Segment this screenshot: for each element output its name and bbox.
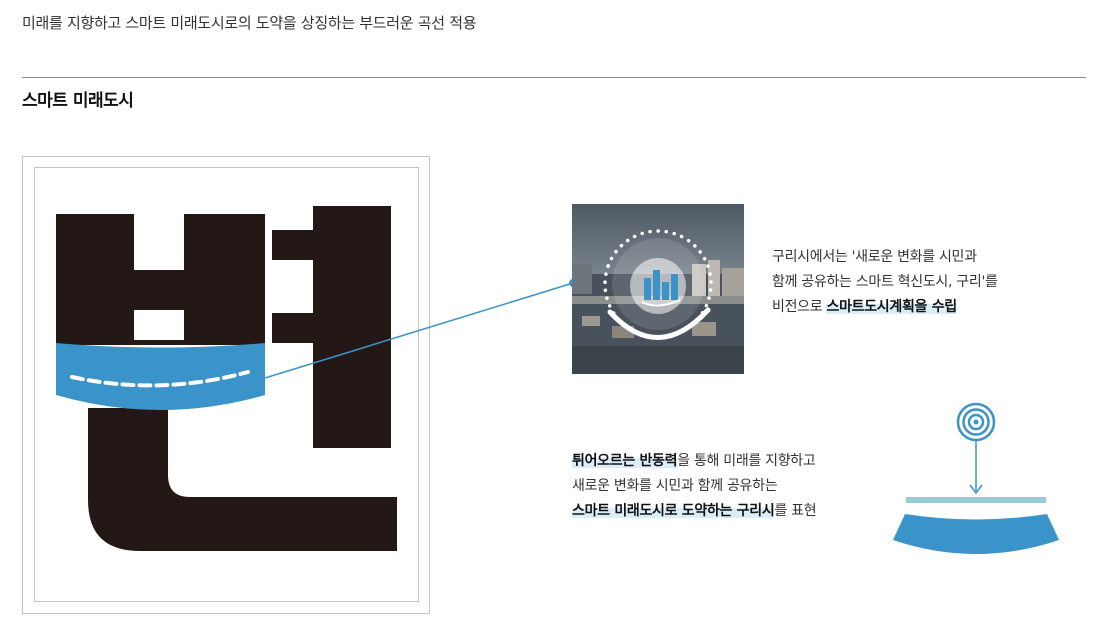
city-photo: [572, 204, 744, 374]
vision-line-1: 구리시에서는 '새로운 변화를 시민과: [772, 249, 977, 265]
vision-line-3-plain: 비전으로: [772, 299, 827, 315]
connector-line: [264, 282, 574, 379]
intro-text: 미래를 지향하고 스마트 미래도시로의 도약을 상징하는 부드러운 곡선 적용: [22, 14, 477, 32]
vision-line-2: 함께 공유하는 스마트 혁신도시, 구리'를: [772, 274, 998, 290]
meaning-line-1-plain: 을 통해 미래를 지향하고: [677, 453, 816, 469]
logo-frame-inner: [34, 167, 419, 602]
meaning-highlight-2: 스마트 미래도시로 도약하는 구리시: [572, 503, 775, 519]
city-bar-chart-icon: [641, 270, 681, 307]
logo-blue-band: [56, 343, 265, 410]
section-divider: [22, 77, 1086, 78]
meaning-line-3: 스마트 미래도시로 도약하는 구리시를 표현: [572, 499, 817, 524]
meaning-highlight-1: 튀어오르는 반동력: [572, 453, 678, 469]
section-title: 스마트 미래도시: [22, 91, 134, 111]
logo-glyph-bieup: [56, 214, 265, 345]
vision-highlight: 스마트도시계획을 수립: [826, 299, 957, 315]
meaning-line-3-plain: 를 표현: [774, 503, 817, 519]
meaning-line-1: 튀어오르는 반동력을 통해 미래를 지향하고: [572, 449, 816, 474]
vision-description: 구리시에서는 '새로운 변화를 시민과 함께 공유하는 스마트 혁신도시, 구리…: [772, 245, 998, 320]
logo-glyph-nieun: [88, 408, 397, 551]
meaning-description: 튀어오르는 반동력을 통해 미래를 지향하고 새로운 변화를 시민과 함께 공유…: [572, 449, 817, 524]
vision-line-3: 비전으로 스마트도시계획을 수립: [772, 295, 998, 320]
logo-glyph-yeo: [272, 206, 391, 448]
meaning-line-2: 새로운 변화를 시민과 함께 공유하는: [572, 478, 778, 494]
